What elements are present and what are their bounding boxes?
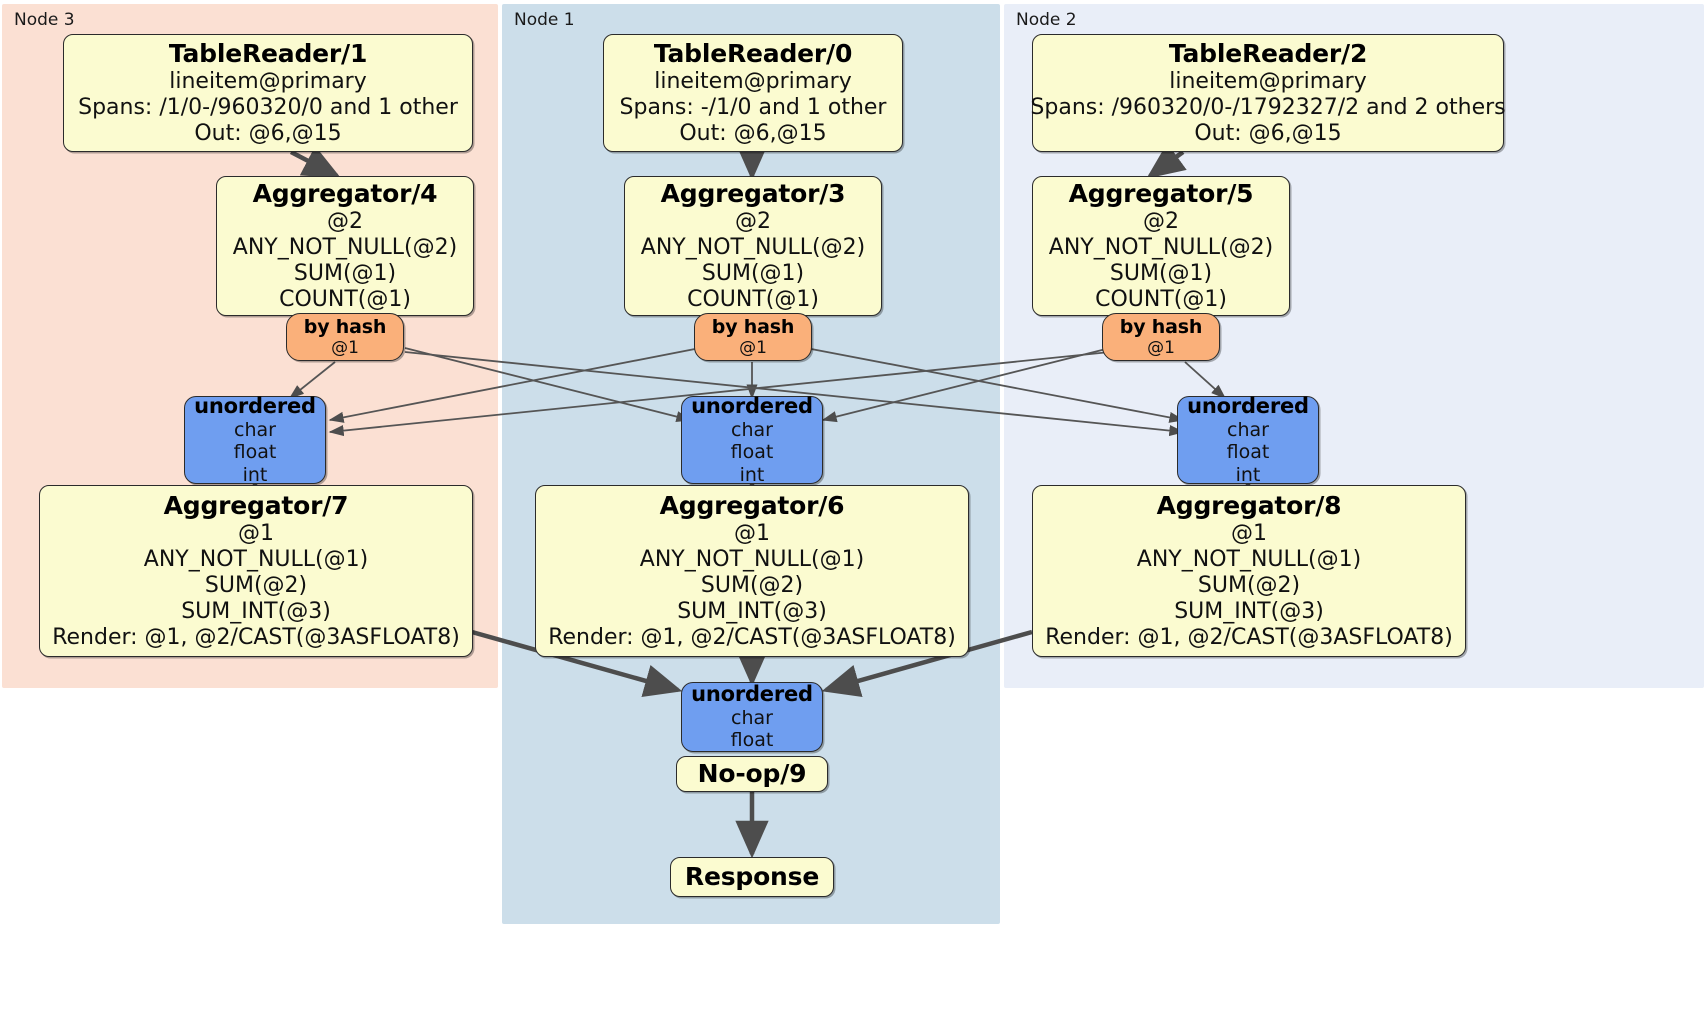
final-sync-box[interactable]: unordered char float — [681, 682, 823, 752]
aggregator-agg: SUM_INT(@3) — [677, 598, 827, 624]
aggregator-agg: COUNT(@1) — [1095, 286, 1227, 312]
router-box-node2[interactable]: by hash @1 — [1102, 313, 1220, 361]
router-key: @1 — [331, 338, 359, 359]
aggregator-title: Aggregator/5 — [1068, 179, 1254, 209]
node-panel-label-node2: Node 2 — [1016, 10, 1077, 30]
router-box-node1[interactable]: by hash @1 — [694, 313, 812, 361]
node-panel-label-node3: Node 3 — [14, 10, 75, 30]
aggregator-title: Aggregator/7 — [163, 491, 349, 521]
aggregator-agg: COUNT(@1) — [687, 286, 819, 312]
aggregator-agg: ANY_NOT_NULL(@2) — [232, 234, 458, 260]
aggregator-group: @1 — [238, 520, 274, 546]
sync-type: float — [730, 729, 774, 752]
aggregator-agg: SUM(@2) — [204, 572, 308, 598]
aggregator-agg: ANY_NOT_NULL(@1) — [143, 546, 369, 572]
aggregator-agg: COUNT(@1) — [279, 286, 411, 312]
aggregator-group: @2 — [1143, 208, 1179, 234]
router-box-node3[interactable]: by hash @1 — [286, 313, 404, 361]
sync-type: char — [731, 418, 773, 441]
table-reader-table: lineitem@primary — [654, 68, 852, 94]
aggregator-group: @1 — [734, 520, 770, 546]
sync-box-node3[interactable]: unordered char float int — [184, 394, 326, 486]
aggregator-box-3[interactable]: Aggregator/3 @2 ANY_NOT_NULL(@2) SUM(@1)… — [624, 176, 882, 316]
table-reader-out: Out: @6,@15 — [679, 120, 827, 146]
aggregator-render: Render: @1, @2/CAST(@3ASFLOAT8) — [52, 624, 460, 650]
table-reader-out: Out: @6,@15 — [194, 120, 342, 146]
aggregator-agg: SUM_INT(@3) — [181, 598, 331, 624]
aggregator-group: @2 — [735, 208, 771, 234]
table-reader-title: TableReader/1 — [168, 39, 368, 69]
sync-title: unordered — [194, 394, 316, 419]
aggregator-agg: ANY_NOT_NULL(@2) — [1048, 234, 1274, 260]
aggregator-agg: SUM(@2) — [1197, 572, 1301, 598]
sync-type: char — [234, 418, 276, 441]
table-reader-table: lineitem@primary — [169, 68, 367, 94]
aggregator-box-5[interactable]: Aggregator/5 @2 ANY_NOT_NULL(@2) SUM(@1)… — [1032, 176, 1290, 316]
response-title: Response — [684, 862, 820, 892]
aggregator-group: @2 — [327, 208, 363, 234]
aggregator-agg: SUM(@1) — [293, 260, 397, 286]
table-reader-box-1[interactable]: TableReader/1 lineitem@primary Spans: /1… — [63, 34, 473, 152]
aggregator-title: Aggregator/4 — [252, 179, 438, 209]
sync-type: float — [1226, 441, 1270, 464]
aggregator-title: Aggregator/8 — [1156, 491, 1342, 521]
aggregator-title: Aggregator/3 — [660, 179, 846, 209]
sync-box-node1[interactable]: unordered char float int — [681, 394, 823, 486]
table-reader-spans: Spans: /960320/0-/1792327/2 and 2 others — [1030, 94, 1506, 120]
sync-title: unordered — [1187, 394, 1309, 419]
table-reader-box-2[interactable]: TableReader/2 lineitem@primary Spans: /9… — [1030, 34, 1506, 152]
sync-title: unordered — [691, 394, 813, 419]
aggregator-agg: ANY_NOT_NULL(@1) — [639, 546, 865, 572]
aggregator-agg: ANY_NOT_NULL(@2) — [640, 234, 866, 260]
sync-type: char — [731, 706, 773, 729]
sync-type: char — [1227, 418, 1269, 441]
aggregator-agg: SUM(@1) — [701, 260, 805, 286]
sync-type: int — [242, 463, 268, 486]
sync-type: int — [1235, 463, 1261, 486]
table-reader-spans: Spans: /1/0-/960320/0 and 1 other — [78, 94, 458, 120]
sync-type: float — [233, 441, 277, 464]
table-reader-spans: Spans: -/1/0 and 1 other — [619, 94, 887, 120]
aggregator-agg: SUM_INT(@3) — [1174, 598, 1324, 624]
router-title: by hash — [303, 315, 387, 338]
noop-title: No-op/9 — [697, 759, 807, 789]
aggregator-box-7[interactable]: Aggregator/7 @1 ANY_NOT_NULL(@1) SUM(@2)… — [39, 485, 473, 657]
sync-title: unordered — [691, 682, 813, 707]
aggregator-box-8[interactable]: Aggregator/8 @1 ANY_NOT_NULL(@1) SUM(@2)… — [1032, 485, 1466, 657]
router-key: @1 — [739, 338, 767, 359]
table-reader-out: Out: @6,@15 — [1194, 120, 1342, 146]
router-title: by hash — [711, 315, 795, 338]
table-reader-table: lineitem@primary — [1169, 68, 1367, 94]
aggregator-agg: ANY_NOT_NULL(@1) — [1136, 546, 1362, 572]
noop-box[interactable]: No-op/9 — [676, 756, 828, 792]
aggregator-title: Aggregator/6 — [659, 491, 845, 521]
table-reader-box-0[interactable]: TableReader/0 lineitem@primary Spans: -/… — [603, 34, 903, 152]
sync-type: float — [730, 441, 774, 464]
aggregator-render: Render: @1, @2/CAST(@3ASFLOAT8) — [548, 624, 956, 650]
router-title: by hash — [1119, 315, 1203, 338]
aggregator-box-6[interactable]: Aggregator/6 @1 ANY_NOT_NULL(@1) SUM(@2)… — [535, 485, 969, 657]
table-reader-title: TableReader/2 — [1168, 39, 1368, 69]
table-reader-title: TableReader/0 — [653, 39, 853, 69]
response-box[interactable]: Response — [670, 857, 834, 897]
sync-box-node2[interactable]: unordered char float int — [1177, 394, 1319, 486]
aggregator-box-4[interactable]: Aggregator/4 @2 ANY_NOT_NULL(@2) SUM(@1)… — [216, 176, 474, 316]
aggregator-agg: SUM(@2) — [700, 572, 804, 598]
sync-type: int — [739, 463, 765, 486]
node-panel-label-node1: Node 1 — [514, 10, 575, 30]
aggregator-agg: SUM(@1) — [1109, 260, 1213, 286]
router-key: @1 — [1147, 338, 1175, 359]
aggregator-render: Render: @1, @2/CAST(@3ASFLOAT8) — [1045, 624, 1453, 650]
aggregator-group: @1 — [1231, 520, 1267, 546]
